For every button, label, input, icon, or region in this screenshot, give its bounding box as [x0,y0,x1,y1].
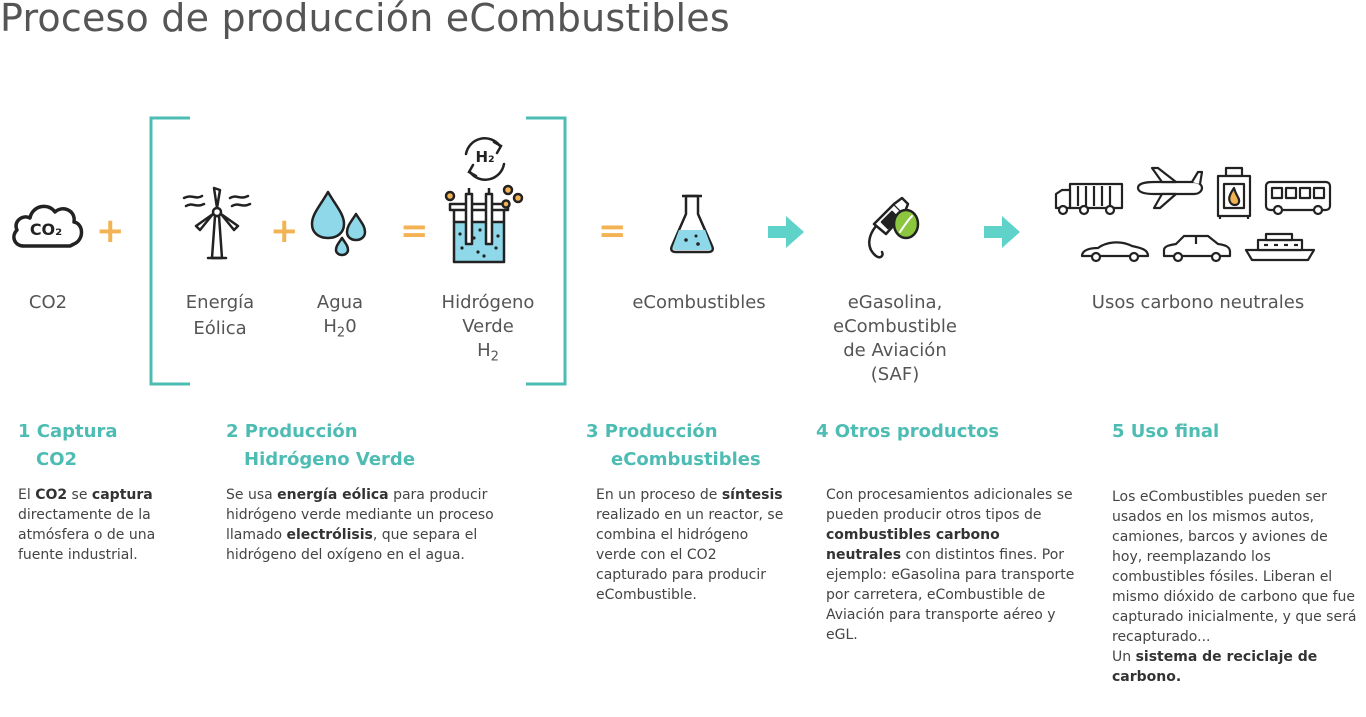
d5-text-2: Un [1112,649,1136,665]
page-title: Proceso de producción eCombustibles [0,0,730,40]
step-1-description: El CO2 se captura directamente de la atm… [18,485,174,565]
step-2-title-line1: 2 Producción [226,421,358,442]
step-2-title-line2: Hidrógeno Verde [244,449,416,470]
water-drops-icon [310,190,367,257]
ship-icon [1244,232,1316,262]
truck-icon [1054,182,1124,216]
label-egasolina-line4: (SAF) [870,364,920,385]
label-energia-line1: Energía [185,292,255,313]
d4-bold-1: combustibles carbono neutrales [826,527,1000,563]
d3-text-1: En un proceso de [596,487,722,503]
step-5-title: 5 Uso final [1112,421,1220,442]
plus-symbol-1: + [96,211,125,251]
label-usos-carbono-neutrales: Usos carbono neutrales [1091,292,1305,313]
label-egasolina-line3: de Aviación [843,340,947,361]
step-3-title: 3 Producción eCombustibles [586,418,806,474]
label-agua-h: H [323,316,337,337]
d2-text-1: Se usa [226,487,278,503]
h2-cycle-icon [464,137,506,181]
wind-turbine-icon [182,186,252,260]
d1-bold-1: CO2 [35,487,68,503]
label-egasolina-line2: eCombustible [833,316,957,337]
plus-symbol-2: + [270,211,299,251]
car-icon [1162,234,1232,263]
label-agua-sub: 2 [336,325,346,341]
d5-text-1: Los eCombustibles pueden ser usados en l… [1112,489,1357,645]
d1-text-2: se [67,487,92,503]
label-hidrogeno-h: H [477,340,491,361]
left-bracket [149,116,190,386]
d1-bold-2: captura [91,487,153,503]
d4-text-1: Con procesamientos adicionales se pueden… [826,487,1073,523]
h2-badge-text: H₂ [475,148,495,166]
label-energia-line2: Eólica [193,318,247,339]
d2-text-3: , que separa el hidrógeno del oxígeno en… [226,527,478,563]
equals-symbol-1: = [400,211,429,251]
d1-text-1: El [18,487,36,503]
step-1-title: 1 Captura CO2 [18,418,198,474]
flask-icon [669,194,715,254]
label-agua-formula: H20 [298,315,382,346]
label-hidrogeno-line1: Hidrógeno [441,292,535,313]
d2-text-2: para producir hidrógeno verde mediante u… [226,487,494,543]
step-3-title-line2: eCombustibles [611,449,761,470]
step-5-description: Los eCombustibles pueden ser usados en l… [1112,487,1360,687]
equals-symbol-2: = [598,211,627,251]
label-hidrogeno-formula: H2 [428,339,548,370]
step-4-description: Con procesamientos adicionales se pueden… [826,485,1076,645]
airplane-icon [1136,166,1204,210]
label-co2: CO2 [28,292,68,313]
label-hidrogeno-verde: Hidrógeno Verde H2 [428,291,548,370]
d1-text-3: directamente de la atmósfera o de una fu… [18,507,156,563]
bus-icon [1264,180,1332,216]
d4-text-2: con distintos fines. Por ejemplo: eGasol… [826,547,1075,643]
fireplace-icon [1216,166,1252,219]
step-4-title: 4 Otros productos [816,421,1000,442]
step-3-title-line1: 3 Producción [586,421,718,442]
label-egasolina: eGasolina, eCombustible de Aviación (SAF… [810,291,980,387]
label-agua-o: 0 [345,316,357,337]
step-3-description: En un proceso de síntesis realizado en u… [596,485,784,605]
step-2-description: Se usa energía eólica para producir hidr… [226,485,526,565]
label-egasolina-line1: eGasolina, [847,292,943,313]
d2-bold-2: electrólisis [286,527,373,543]
step-2-title: 2 Producción Hidrógeno Verde [226,418,466,474]
right-bracket [526,116,567,386]
label-hidrogeno-line2: Verde [462,316,514,337]
step-1-title-line1: 1 Captura [18,421,118,442]
d3-text-2: realizado en un reactor, se combina el h… [596,507,784,603]
co2-cloud-text: CO₂ [29,220,63,239]
label-energia-eolica: Energía Eólica [168,291,272,341]
arrow-right-icon-2 [984,216,1020,248]
step-1-title-line2: CO2 [36,449,78,470]
label-agua: Agua H20 [298,291,382,346]
label-hidrogeno-sub: 2 [490,349,499,365]
fuel-nozzle-leaf-icon [868,196,920,259]
d2-bold-1: energía eólica [277,487,389,503]
d3-bold-1: síntesis [721,487,783,503]
electrolysis-tank-icon [444,184,524,264]
label-ecombustibles: eCombustibles [632,292,766,313]
d5-bold-1: sistema de reciclaje de carbono. [1112,649,1318,685]
sports-car-icon [1080,241,1150,263]
arrow-right-icon-1 [768,216,804,248]
label-agua-line1: Agua [316,292,364,313]
co2-cloud-icon [12,204,84,248]
